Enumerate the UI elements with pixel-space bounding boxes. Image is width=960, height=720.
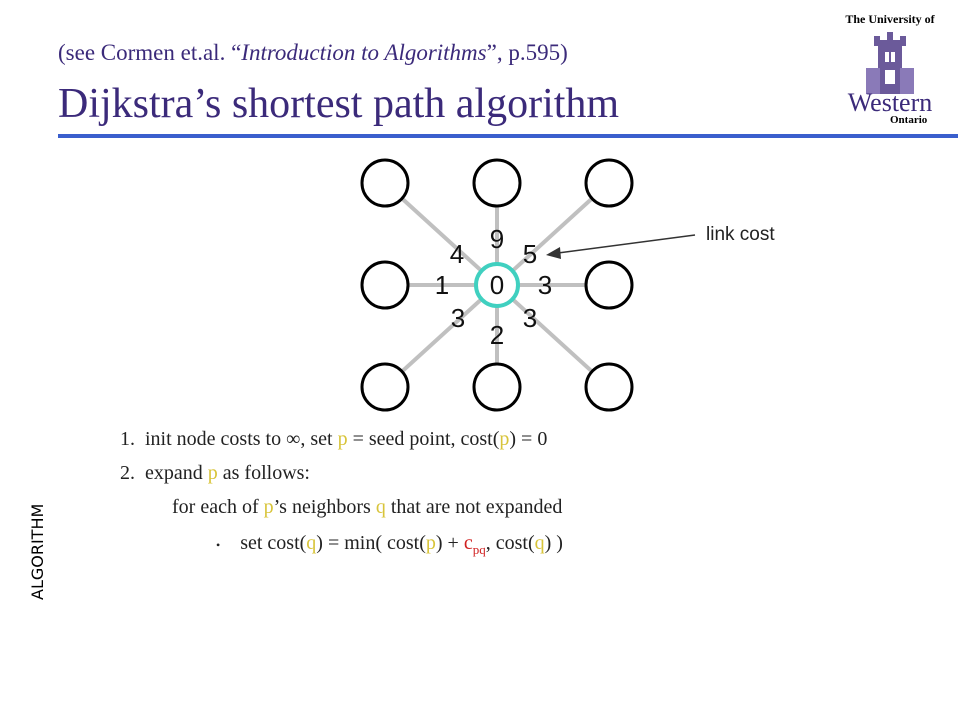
step-2-loop: for each of p’s neighbors q that are not… bbox=[172, 496, 562, 519]
var-p: p bbox=[337, 428, 348, 450]
edge-bottom-left bbox=[383, 283, 499, 389]
edge-top-left bbox=[383, 181, 499, 287]
step-1: 1. init node costs to ∞, set p = seed po… bbox=[120, 428, 547, 451]
node-bottom bbox=[472, 362, 522, 412]
var-p: p bbox=[499, 428, 510, 450]
reference-book: Introduction to Algorithms bbox=[241, 40, 487, 65]
logo-name: Western bbox=[847, 88, 933, 117]
node-bottom-left bbox=[360, 362, 410, 412]
bullet-icon: • bbox=[216, 538, 221, 552]
tower-icon bbox=[866, 32, 914, 94]
link-cost-top-right: 5 bbox=[523, 239, 537, 269]
node-right bbox=[584, 260, 634, 310]
link-cost-right: 3 bbox=[538, 270, 552, 300]
step-1-number: 1. bbox=[120, 428, 135, 450]
title-divider bbox=[58, 134, 958, 138]
update-text-a: set cost( bbox=[240, 532, 307, 554]
link-cost-top-left: 4 bbox=[450, 239, 464, 269]
cost-subscript: pq bbox=[472, 542, 486, 557]
step-2-number: 2. bbox=[120, 462, 135, 484]
step-2: 2. expand p as follows: bbox=[120, 462, 310, 485]
loop-text-b: ’s neighbors bbox=[273, 496, 376, 518]
update-text-e: ) ) bbox=[544, 532, 563, 554]
university-logo: The University of Western Ontario bbox=[830, 8, 950, 128]
page-title: Dijkstra’s shortest path algorithm bbox=[58, 81, 620, 127]
node-center bbox=[474, 262, 520, 308]
var-q: q bbox=[534, 532, 545, 554]
center-cost: 0 bbox=[490, 270, 504, 300]
loop-text-c: that are not expanded bbox=[385, 496, 563, 518]
link-cost-bottom: 2 bbox=[490, 320, 504, 350]
step-2-text-b: as follows: bbox=[217, 462, 310, 484]
node-top-right bbox=[584, 158, 634, 208]
loop-text-a: for each of bbox=[172, 496, 264, 518]
var-q: q bbox=[306, 532, 317, 554]
node-left bbox=[360, 260, 410, 310]
var-p: p bbox=[425, 532, 436, 554]
var-p: p bbox=[207, 462, 218, 484]
step-1-text-a: init node costs to ∞, set bbox=[145, 428, 338, 450]
step-1-text-b: = seed point, cost( bbox=[347, 428, 500, 450]
arrowhead-icon bbox=[546, 247, 561, 259]
reference-suffix: ”, p.595) bbox=[486, 40, 568, 65]
logo-bottom-text: Ontario bbox=[890, 114, 928, 126]
edge-top-right bbox=[495, 181, 611, 287]
update-text-c: ) + bbox=[435, 532, 464, 554]
edge-bottom-right bbox=[495, 283, 611, 389]
update-text-d: , cost( bbox=[485, 532, 535, 554]
reference-line: (see Cormen et.al. “Introduction to Algo… bbox=[58, 40, 568, 66]
step-2-update: • set cost(q) = min( cost(p) + cpq, cost… bbox=[216, 532, 563, 558]
step-2-text-a: expand bbox=[145, 462, 208, 484]
link-cost-top: 9 bbox=[490, 224, 504, 254]
reference-prefix: (see Cormen et.al. “ bbox=[58, 40, 242, 65]
link-cost-left: 1 bbox=[435, 270, 449, 300]
link-cost-bottom-right: 3 bbox=[523, 303, 537, 333]
cost-c: c bbox=[463, 532, 473, 554]
node-top bbox=[472, 158, 522, 208]
logo-top-text: The University of bbox=[845, 12, 935, 26]
annotation-label: link cost bbox=[706, 224, 775, 245]
var-p: p bbox=[263, 496, 274, 518]
var-q: q bbox=[375, 496, 386, 518]
step-1-text-c: ) = 0 bbox=[509, 428, 548, 450]
update-text-b: ) = min( cost( bbox=[316, 532, 426, 554]
node-top-left bbox=[360, 158, 410, 208]
annotation-arrow bbox=[557, 234, 696, 254]
link-cost-bottom-left: 3 bbox=[451, 303, 465, 333]
node-bottom-right bbox=[584, 362, 634, 412]
cost-symbol: cpq bbox=[463, 532, 486, 557]
